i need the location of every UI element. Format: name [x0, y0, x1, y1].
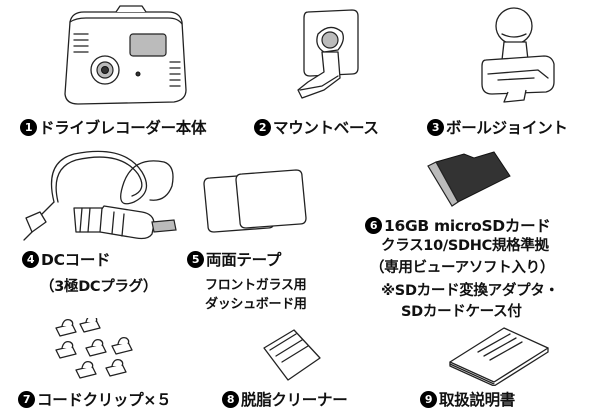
- item-label: 脱脂クリーナー: [241, 391, 348, 409]
- dashcam-illustration: [64, 5, 187, 105]
- sd-spec-line: クラス10/SDHC規格準拠: [381, 238, 549, 254]
- item-number-badge: 9: [420, 390, 437, 408]
- tape-note-dashboard: ダッシュボード用: [205, 297, 307, 312]
- item-label: ドライブレコーダー本体: [39, 119, 207, 137]
- caption-cord-clips: 7 コードクリップ×５: [18, 388, 172, 410]
- microsd-card-illustration: [427, 151, 511, 207]
- dc-plug-note: （3極DCプラグ）: [40, 279, 158, 295]
- double-sided-tape-illustration: [203, 169, 307, 233]
- item-number-badge: 2: [254, 118, 271, 136]
- item-label: マウントベース: [273, 119, 379, 137]
- sd-case-note: SDカードケース付: [401, 304, 522, 320]
- ball-joint-illustration: [481, 7, 555, 103]
- instruction-manual-illustration: [449, 327, 549, 386]
- tape-note-windshield: フロントガラス用: [205, 278, 307, 293]
- cord-clips-illustration: [55, 318, 133, 379]
- caption-microsd-card: 6 16GB microSDカード: [365, 214, 551, 236]
- item-label: 両面テープ: [206, 251, 282, 269]
- caption-dashcam-body: 1 ドライブレコーダー本体: [20, 116, 207, 138]
- item-label: 取扱説明書: [439, 391, 516, 409]
- caption-double-sided-tape: 5 両面テープ: [187, 248, 281, 270]
- item-label: DCコード: [41, 251, 111, 269]
- item-label: コードクリップ×５: [37, 391, 172, 409]
- mount-base-illustration: [297, 9, 359, 99]
- caption-mount-base: 2 マウントベース: [254, 116, 379, 138]
- item-label: 16GB microSDカード: [384, 217, 551, 235]
- caption-degreasing-cleaner: 8 脱脂クリーナー: [222, 388, 348, 410]
- item-number-badge: 7: [18, 390, 35, 408]
- item-number-badge: 5: [187, 250, 204, 268]
- item-number-badge: 3: [427, 118, 444, 136]
- item-number-badge: 4: [22, 250, 39, 268]
- sd-adapter-note: ※SDカード変換アダプタ・: [381, 283, 559, 299]
- item-number-badge: 6: [365, 216, 382, 234]
- caption-ball-joint: 3 ボールジョイント: [427, 116, 568, 138]
- item-number-badge: 8: [222, 390, 239, 408]
- item-label: ボールジョイント: [446, 119, 568, 137]
- dc-cord-illustration: [23, 150, 177, 241]
- item-number-badge: 1: [20, 118, 37, 136]
- caption-instruction-manual: 9 取扱説明書: [420, 388, 515, 410]
- sd-software-line: （専用ビューアソフト入り）: [370, 260, 555, 276]
- degreasing-cleaner-illustration: [263, 329, 321, 381]
- caption-dc-cord: 4 DCコード: [22, 248, 111, 270]
